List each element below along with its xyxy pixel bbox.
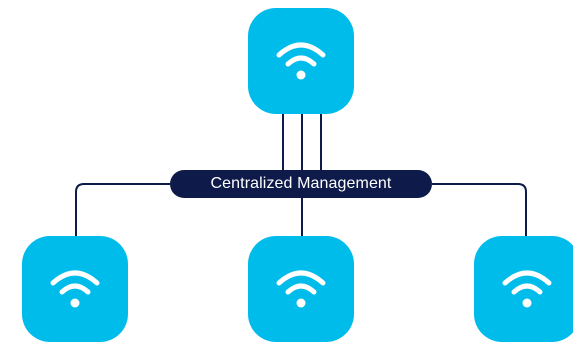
left-branch-line [75, 183, 170, 236]
hub-access-point [248, 8, 354, 114]
wifi-icon [502, 270, 552, 308]
access-point-left [22, 236, 128, 342]
centralized-management-label: Centralized Management [170, 170, 432, 198]
access-point-right [474, 236, 573, 342]
right-branch-line [432, 183, 527, 236]
wifi-icon [50, 270, 100, 308]
wifi-icon [276, 42, 326, 80]
wifi-icon [276, 270, 326, 308]
access-point-center [248, 236, 354, 342]
